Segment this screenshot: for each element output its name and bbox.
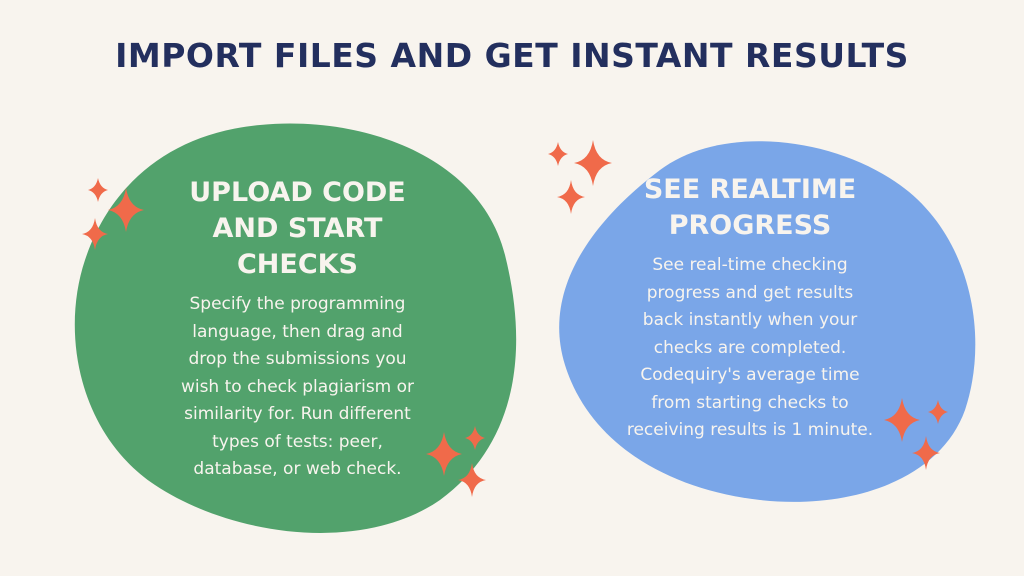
body-line: Specify the programming	[189, 294, 406, 314]
sparkle-icon	[928, 400, 948, 424]
heading-line: CHECKS	[236, 249, 359, 280]
body-line: similarity for. Run different	[184, 404, 411, 424]
body-line: checks are completed.	[653, 337, 847, 358]
sparkle-icon	[108, 188, 144, 232]
heading-line: UPLOAD CODE	[189, 177, 406, 208]
card-realtime-progress: SEE REALTIME PROGRESS See real-time chec…	[605, 172, 895, 445]
body-line: wish to check plagiarism or	[180, 376, 415, 397]
card-upload-code: UPLOAD CODE AND START CHECKS Specify the…	[150, 175, 445, 484]
sparkle-icon	[557, 180, 585, 214]
body-line: from starting checks to	[651, 392, 849, 413]
page-title: IMPORT FILES AND GET INSTANT RESULTS	[115, 36, 909, 75]
sparkle-icon	[465, 426, 485, 450]
blue-blob-shape	[550, 125, 985, 515]
sparkle-icon	[82, 218, 108, 250]
body-line: language, then drag and	[192, 321, 403, 342]
body-line: See real-time checking	[652, 255, 848, 275]
body-line: Codequiry's average time	[640, 365, 860, 385]
sparkle-icon	[426, 432, 462, 476]
heading-line: SEE REALTIME	[643, 174, 857, 205]
sparkle-icon	[574, 140, 612, 186]
sparkle-icon	[458, 463, 486, 497]
sparkle-icon	[548, 142, 568, 166]
body-line: database, or web check.	[193, 459, 402, 479]
card-heading: UPLOAD CODE AND START CHECKS	[150, 175, 445, 283]
heading-line: AND START	[212, 213, 383, 244]
green-blob-shape	[60, 115, 530, 540]
sparkle-icon	[884, 398, 920, 442]
body-line: types of tests: peer,	[212, 431, 383, 452]
sparkle-icon	[88, 178, 108, 202]
heading-line: PROGRESS	[668, 210, 832, 241]
card-heading: SEE REALTIME PROGRESS	[605, 172, 895, 244]
body-line: receiving results is 1 minute.	[626, 420, 874, 440]
body-line: back instantly when your	[642, 310, 858, 330]
card-description: Specify the programming language, then d…	[150, 291, 445, 484]
body-line: progress and get results	[646, 282, 854, 303]
card-description: See real-time checking progress and get …	[605, 252, 895, 445]
sparkle-icon	[912, 436, 940, 470]
body-line: drop the submissions you	[188, 349, 407, 369]
